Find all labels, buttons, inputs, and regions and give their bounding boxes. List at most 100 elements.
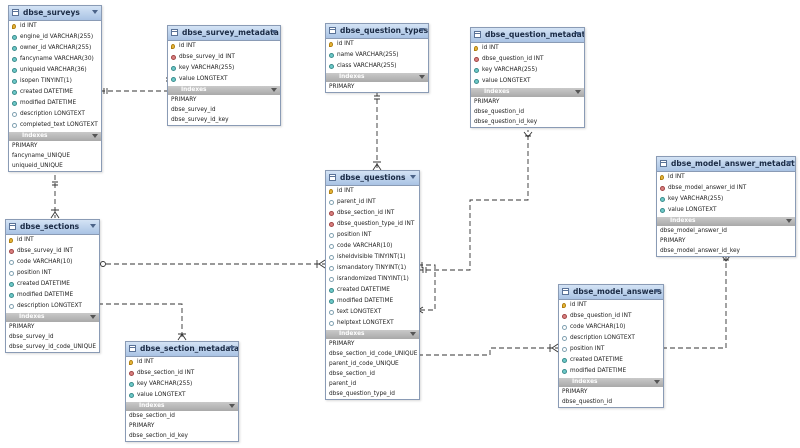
index-row[interactable]: dbse_section_id_key	[129, 433, 188, 439]
index-row[interactable]: fancyname_UNIQUE	[12, 153, 70, 159]
index-row[interactable]: PRIMARY	[660, 238, 686, 244]
column-row[interactable]: position INT	[6, 268, 99, 279]
chevron-down-icon[interactable]	[229, 346, 235, 350]
index-row[interactable]: dbse_survey_id_key	[171, 117, 229, 123]
chevron-down-icon[interactable]	[92, 134, 98, 138]
indexes-header[interactable]: Indexes	[168, 86, 280, 95]
column-row[interactable]: isopen TINYINT(1)	[9, 76, 101, 87]
column-row[interactable]: dbse_question_type_id INT	[326, 219, 419, 230]
chevron-down-icon[interactable]	[654, 380, 660, 384]
table-header[interactable]: dbse_model_answers	[559, 285, 663, 300]
column-row[interactable]: helptext LONGTEXT	[326, 318, 419, 329]
column-row[interactable]: key VARCHAR(255)	[168, 63, 280, 74]
chevron-down-icon[interactable]	[654, 289, 660, 293]
column-row[interactable]: modified DATETIME	[6, 290, 99, 301]
index-row[interactable]: PRIMARY	[9, 324, 35, 330]
chevron-down-icon[interactable]	[271, 88, 277, 92]
column-row[interactable]: dbse_question_id INT	[559, 311, 663, 322]
column-row[interactable]: value LONGTEXT	[471, 76, 584, 87]
indexes-header[interactable]: Indexes	[9, 132, 101, 141]
chevron-down-icon[interactable]	[90, 224, 96, 228]
index-row[interactable]: PRIMARY	[329, 84, 355, 90]
column-row[interactable]: created DATETIME	[6, 279, 99, 290]
chevron-down-icon[interactable]	[786, 161, 792, 165]
chevron-down-icon[interactable]	[229, 404, 235, 408]
column-row[interactable]: code VARCHAR(10)	[559, 322, 663, 333]
column-row[interactable]: completed_text LONGTEXT	[9, 120, 101, 131]
index-row[interactable]: PRIMARY	[329, 341, 355, 347]
index-row[interactable]: dbse_question_type_id	[329, 391, 395, 397]
table-header[interactable]: dbse_question_metadata	[471, 28, 584, 43]
column-row[interactable]: id INT	[326, 39, 428, 50]
index-row[interactable]: dbse_section_id	[329, 371, 375, 377]
indexes-header[interactable]: Indexes	[6, 313, 99, 322]
chevron-down-icon[interactable]	[419, 28, 425, 32]
table-header[interactable]: dbse_sections	[6, 220, 99, 235]
chevron-down-icon[interactable]	[271, 30, 277, 34]
column-row[interactable]: created DATETIME	[326, 285, 419, 296]
column-row[interactable]: position INT	[326, 230, 419, 241]
column-row[interactable]: modified DATETIME	[9, 98, 101, 109]
column-row[interactable]: dbse_section_id INT	[326, 208, 419, 219]
indexes-header[interactable]: Indexes	[326, 330, 419, 339]
column-row[interactable]: value LONGTEXT	[168, 74, 280, 85]
index-row[interactable]: parent_id_code_UNIQUE	[329, 361, 399, 367]
index-row[interactable]: PRIMARY	[171, 97, 197, 103]
column-row[interactable]: id INT	[559, 300, 663, 311]
column-row[interactable]: id INT	[168, 41, 280, 52]
column-row[interactable]: id INT	[6, 235, 99, 246]
column-row[interactable]: modified DATETIME	[326, 296, 419, 307]
column-row[interactable]: fancyname VARCHAR(30)	[9, 54, 101, 65]
index-row[interactable]: dbse_question_id	[474, 109, 525, 115]
column-row[interactable]: dbse_question_id INT	[471, 54, 584, 65]
table-header[interactable]: dbse_section_metadata	[126, 342, 238, 357]
column-row[interactable]: key VARCHAR(255)	[471, 65, 584, 76]
column-row[interactable]: engine_id VARCHAR(255)	[9, 32, 101, 43]
column-row[interactable]: dbse_survey_id INT	[168, 52, 280, 63]
column-row[interactable]: key VARCHAR(255)	[657, 194, 795, 205]
index-row[interactable]: uniqueid_UNIQUE	[12, 163, 63, 169]
column-row[interactable]: isheldvisible TINYINT(1)	[326, 252, 419, 263]
index-row[interactable]: dbse_model_answer_id_key	[660, 248, 740, 254]
table-header[interactable]: dbse_question_types	[326, 24, 428, 39]
chevron-down-icon[interactable]	[419, 75, 425, 79]
column-row[interactable]: created DATETIME	[559, 355, 663, 366]
indexes-header[interactable]: Indexes	[559, 378, 663, 387]
column-row[interactable]: dbse_model_answer_id INT	[657, 183, 795, 194]
index-row[interactable]: dbse_survey_id_code_UNIQUE	[9, 344, 97, 350]
chevron-down-icon[interactable]	[786, 219, 792, 223]
column-row[interactable]: id INT	[326, 186, 419, 197]
column-row[interactable]: id INT	[471, 43, 584, 54]
index-row[interactable]: parent_id	[329, 381, 357, 387]
table-header[interactable]: dbse_surveys	[9, 6, 101, 21]
column-row[interactable]: id INT	[9, 21, 101, 32]
chevron-down-icon[interactable]	[575, 90, 581, 94]
index-row[interactable]: dbse_question_id	[562, 399, 613, 405]
indexes-header[interactable]: Indexes	[326, 73, 428, 82]
column-row[interactable]: ismandatory TINYINT(1)	[326, 263, 419, 274]
column-row[interactable]: code VARCHAR(10)	[326, 241, 419, 252]
index-row[interactable]: dbse_survey_id	[9, 334, 54, 340]
column-row[interactable]: code VARCHAR(10)	[6, 257, 99, 268]
index-row[interactable]: dbse_section_id_code_UNIQUE	[329, 351, 418, 357]
index-row[interactable]: PRIMARY	[129, 423, 155, 429]
column-row[interactable]: id INT	[657, 172, 795, 183]
column-row[interactable]: value LONGTEXT	[126, 390, 238, 401]
indexes-header[interactable]: Indexes	[471, 88, 584, 97]
indexes-header[interactable]: Indexes	[657, 217, 795, 226]
chevron-down-icon[interactable]	[92, 10, 98, 14]
column-row[interactable]: uniqueid VARCHAR(36)	[9, 65, 101, 76]
chevron-down-icon[interactable]	[410, 175, 416, 179]
column-row[interactable]: class VARCHAR(255)	[326, 61, 428, 72]
index-row[interactable]: dbse_question_id_key	[474, 119, 538, 125]
table-header[interactable]: dbse_survey_metadata	[168, 26, 280, 41]
column-row[interactable]: owner_id VARCHAR(255)	[9, 43, 101, 54]
column-row[interactable]: dbse_section_id INT	[126, 368, 238, 379]
